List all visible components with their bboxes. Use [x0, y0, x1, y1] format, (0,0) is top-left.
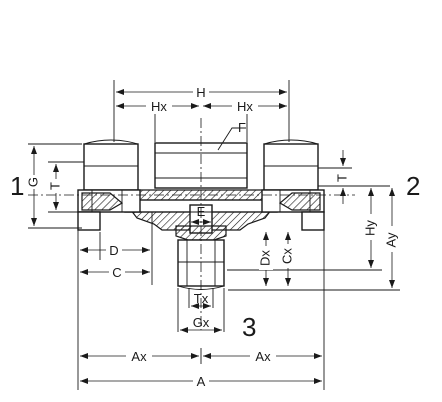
port-2-label: 2 — [406, 171, 420, 201]
dimension-D: D — [80, 242, 150, 258]
left-nut — [77, 139, 141, 213]
dimension-Gx: Gx — [180, 315, 222, 333]
label-Hy: Hy — [362, 220, 377, 236]
dimension-Tx: Tx — [191, 291, 211, 309]
label-Hx-left: Hx — [151, 99, 167, 114]
port-3-label: 3 — [242, 312, 256, 342]
label-Gx: Gx — [193, 315, 210, 330]
label-E: E — [197, 204, 206, 219]
label-C: C — [112, 265, 121, 280]
dimension-Cx: Cx — [279, 232, 295, 286]
label-Tx: Tx — [194, 291, 209, 306]
right-nut — [261, 139, 325, 213]
dimension-H: H — [116, 84, 287, 100]
label-Ax-right: Ax — [255, 349, 271, 364]
dimension-Hx: Hx Hx — [116, 98, 287, 114]
label-T-right: T — [334, 174, 349, 182]
label-D: D — [109, 243, 118, 258]
extension-lines — [28, 80, 400, 390]
label-T-left: T — [47, 182, 62, 190]
label-A: A — [197, 374, 206, 389]
label-Ax-left: Ax — [131, 349, 147, 364]
label-Dx: Dx — [257, 250, 272, 266]
label-G: G — [25, 177, 40, 187]
dimension-Dx: Dx — [257, 232, 273, 286]
label-Cx: Cx — [279, 248, 294, 264]
dimension-A: A — [80, 373, 322, 389]
label-Ay: Ay — [383, 232, 398, 247]
label-Hx-right: Hx — [237, 99, 253, 114]
dimension-Ax: Ax Ax — [80, 348, 322, 364]
centerlines — [28, 118, 355, 330]
label-F: F — [238, 120, 246, 135]
dimension-Ay: Ay — [383, 188, 400, 288]
dimension-T-left: T — [47, 164, 63, 210]
dimension-Hy: Hy — [362, 188, 379, 268]
dimension-C: C — [80, 264, 150, 280]
dimension-F: F — [217, 120, 246, 151]
dimension-E: E — [191, 204, 211, 225]
right-tube-stub — [301, 211, 325, 231]
dimension-G: G — [25, 146, 41, 226]
left-tube-stub — [77, 211, 101, 231]
label-H: H — [196, 85, 205, 100]
port-1-label: 1 — [10, 171, 24, 201]
dimension-T-right: T — [334, 150, 349, 204]
